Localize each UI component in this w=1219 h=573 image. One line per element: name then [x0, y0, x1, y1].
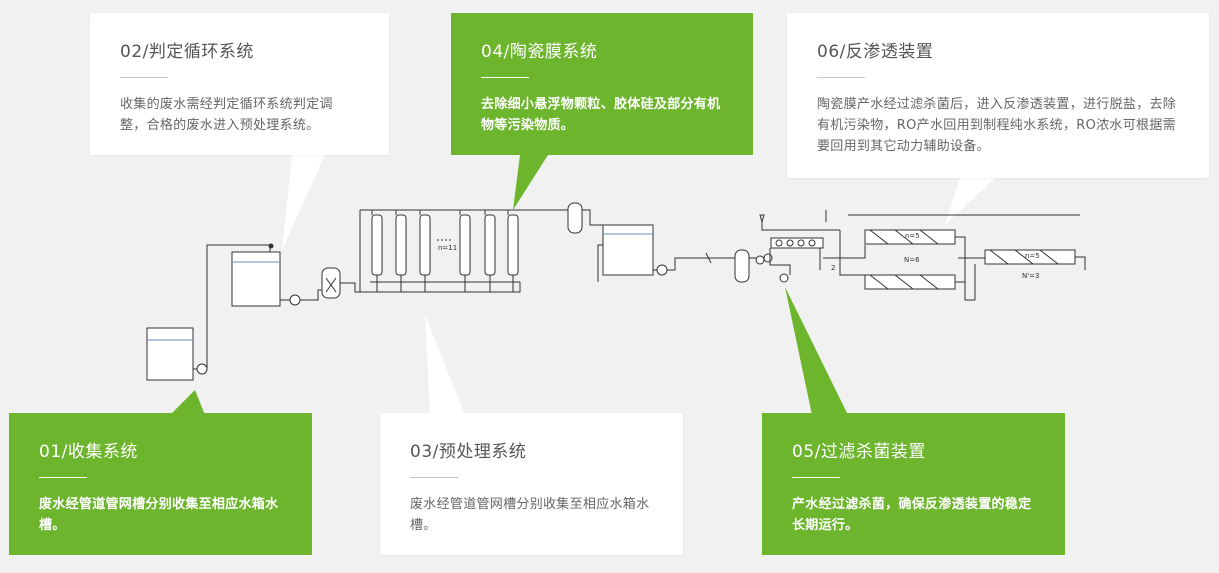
- title-divider: [792, 477, 840, 478]
- step-description: 去除细小悬浮物颗粒、胶体硅及部分有机物等污染物质。: [481, 97, 721, 133]
- step-description: 陶瓷膜产水经过滤杀菌后，进入反渗透装置，进行脱盐，去除有机污染物，RO产水回用到…: [817, 97, 1177, 154]
- step-card-04: 04/陶瓷膜系统 去除细小悬浮物颗粒、胶体硅及部分有机物等污染物质。: [451, 13, 753, 155]
- circulation-tank: [231, 251, 281, 307]
- ceramic-membrane-bank: [371, 214, 519, 276]
- step-card-06: 06/反渗透装置 陶瓷膜产水经过滤杀菌后，进入反渗透装置，进行脱盐，去除有机污染…: [787, 13, 1209, 178]
- callout-pointer-02: [282, 155, 325, 250]
- membrane-count-label: n=11: [438, 244, 457, 252]
- cartridge-filter: [567, 202, 583, 234]
- step-card-05: 05/过滤杀菌装置 产水经过滤杀菌，确保反渗透装置的稳定长期运行。: [762, 413, 1065, 555]
- step-description: 废水经管道管网槽分别收集至相应水箱水槽。: [410, 497, 650, 533]
- step-title: 04/陶瓷膜系统: [481, 42, 598, 62]
- callout-pointer-06: [945, 178, 995, 225]
- callout-pointer-04: [513, 155, 548, 210]
- callout-pointer-03: [425, 315, 465, 415]
- step-description: 产水经过滤杀菌，确保反渗透装置的稳定长期运行。: [792, 497, 1032, 533]
- title-divider: [39, 477, 87, 478]
- pump-number-label: 2: [831, 264, 835, 272]
- ro-stage2-vessel-label: N'=3: [1022, 272, 1039, 280]
- high-pressure-pump: [779, 273, 789, 283]
- sterilization-meter-2: [763, 253, 773, 263]
- step-card-01: 01/收集系统 废水经管道管网槽分别收集至相应水箱水槽。: [9, 413, 312, 555]
- sterilization-unit: [734, 249, 750, 283]
- buffer-tank: [602, 224, 654, 276]
- sterilization-meter-1: [755, 255, 765, 265]
- step-card-03: 03/预处理系统 废水经管道管网槽分别收集至相应水箱水槽。: [380, 413, 683, 555]
- title-divider: [410, 477, 458, 478]
- step-title: 05/过滤杀菌装置: [792, 442, 926, 462]
- step-title: 01/收集系统: [39, 442, 138, 462]
- title-divider: [481, 77, 529, 78]
- title-divider: [817, 77, 865, 78]
- title-divider: [120, 77, 168, 78]
- callout-pointer-05: [785, 287, 848, 415]
- ro-stage1-count-label: n=5: [905, 232, 920, 240]
- step-description: 废水经管道管网槽分别收集至相应水箱水槽。: [39, 497, 279, 533]
- collection-pump: [196, 363, 208, 375]
- step-description: 收集的废水需经判定循环系统判定调整，合格的废水进入预处理系统。: [120, 97, 333, 133]
- ro-stage2-count-label: n=5: [1025, 252, 1040, 260]
- step-title: 02/判定循环系统: [120, 42, 254, 62]
- callout-pointer-01: [170, 390, 205, 415]
- step-title: 03/预处理系统: [410, 442, 527, 462]
- pretreatment-vessel: [321, 267, 341, 299]
- buffer-pump: [656, 264, 668, 276]
- step-title: 06/反渗透装置: [817, 42, 934, 62]
- step-card-02: 02/判定循环系统 收集的废水需经判定循环系统判定调整，合格的废水进入预处理系统…: [90, 13, 389, 155]
- ro-stage1-vessel-label: N=6: [904, 256, 920, 264]
- collection-tank: [146, 327, 194, 381]
- circulation-pump: [289, 294, 301, 306]
- ro-stage-1: [864, 229, 956, 290]
